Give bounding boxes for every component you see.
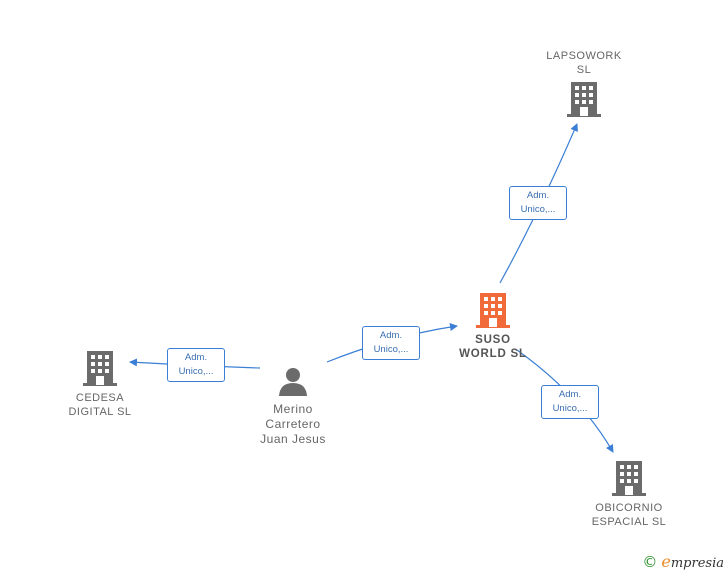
node-obicornio-espacial[interactable]: OBICORNIO ESPACIAL SL [579, 460, 679, 529]
building-icon [612, 461, 646, 496]
node-obicornio-espacial-label: OBICORNIO ESPACIAL SL [591, 502, 667, 528]
relation-role-line1: Adm. [526, 190, 550, 201]
building-icon [83, 351, 117, 386]
relation-role-line2: Unico,... [178, 366, 214, 377]
relation-label-suso-lapsowork[interactable]: Adm. Unico,... [509, 186, 567, 220]
node-cedesa-digital-label: CEDESA DIGITAL SL [68, 392, 132, 418]
relation-role-line1: Adm. [184, 352, 208, 363]
node-merino-person[interactable]: Merino Carretero Juan Jesus [243, 366, 343, 447]
person-icon [279, 368, 307, 396]
node-lapsowork-label: LAPSOWORK SL [546, 50, 622, 76]
relation-label-merino-cedesa[interactable]: Adm. Unico,... [167, 348, 225, 382]
copyright-icon: © [642, 552, 658, 571]
relation-role-line1: Adm. [558, 389, 582, 400]
relation-role-line2: Unico,... [520, 204, 556, 215]
relation-label-merino-suso[interactable]: Adm. Unico,... [362, 326, 420, 360]
building-icon [476, 293, 510, 328]
node-suso-world[interactable]: SUSO WORLD SL [443, 292, 543, 361]
relation-role-line2: Unico,... [552, 403, 588, 414]
brand-initial: e [661, 552, 671, 571]
empresia-logo: © empresia [642, 552, 724, 571]
brand-rest: mpresia [670, 556, 724, 571]
brand-name: empresia [661, 552, 724, 571]
node-lapsowork[interactable]: LAPSOWORK SL [534, 49, 634, 117]
relation-label-suso-obicornio[interactable]: Adm. Unico,... [541, 385, 599, 419]
relation-role-line2: Unico,... [373, 344, 409, 355]
building-icon [567, 82, 601, 117]
node-merino-person-label: Merino Carretero Juan Jesus [260, 402, 326, 446]
node-suso-world-label: SUSO WORLD SL [459, 334, 527, 360]
relation-role-line1: Adm. [379, 330, 403, 341]
node-cedesa-digital[interactable]: CEDESA DIGITAL SL [50, 350, 150, 419]
